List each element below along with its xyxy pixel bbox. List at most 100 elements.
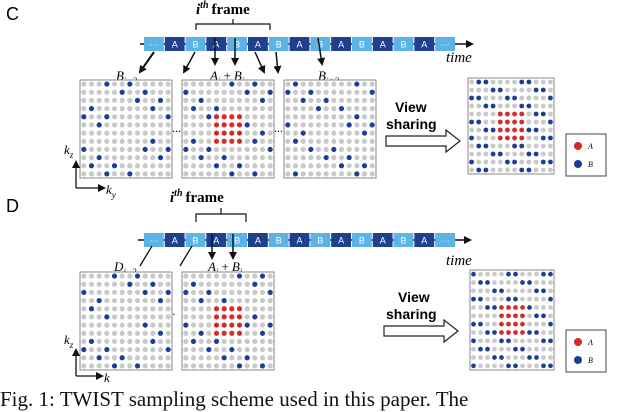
kspace-sample [259,306,266,312]
kspace-sample [512,143,518,149]
kspace-sample [183,138,189,144]
kspace-sample [476,135,482,141]
kspace-sample [346,171,352,177]
kspace-sample [165,89,171,95]
kspace-sample [338,81,345,87]
kspace-sample [252,81,258,87]
kspace-sample [497,143,503,149]
kspace-sample [150,114,156,120]
kspace-sample [119,146,125,153]
kspace-sample [183,306,189,312]
kspace-sample [213,322,220,328]
kspace-sample [492,271,497,277]
timeline-cell: B [268,37,289,51]
kspace-sample [198,146,204,153]
kspace-sample [198,163,204,169]
kspace-sample [267,355,273,361]
kspace-sample [96,105,102,112]
kspace-sample [236,346,243,353]
kspace-sample [469,143,475,149]
kspace-sample [157,355,164,361]
kspace-sample [134,105,141,112]
kspace-sample [540,111,546,117]
kspace-sample [165,105,171,112]
kspace-sample [88,89,95,95]
kspace-sample [252,89,258,95]
kspace-sample [150,355,156,361]
kspace-sample [285,163,291,169]
svg-text:A: A [255,236,261,246]
kspace-sample [229,97,235,104]
kspace-sample [308,81,314,87]
kspace-sample [150,346,156,353]
kspace-sample [119,281,125,287]
kspace-sample [229,146,235,153]
kspace-sample [134,289,141,296]
kspace-sample [198,114,204,120]
kspace-sample [331,138,337,144]
timeline-cell: A [206,233,227,247]
kspace-sample [198,322,204,328]
kspace-sample [206,105,212,112]
kspace-sample [354,89,360,95]
kspace-sample [506,296,511,302]
kspace-sample [221,297,227,304]
kspace-sample [244,297,250,304]
kspace-sample [244,322,250,328]
kspace-sample [150,338,156,345]
kspace-sample [259,273,266,279]
kspace-sample [88,154,95,161]
kspace-sample [127,130,133,136]
kspace-sample [198,97,204,104]
kspace-sample [104,314,110,320]
kspace-sample [206,363,212,369]
kspace-sample [229,322,235,328]
kspace-sample [323,97,329,104]
kspace-sample [285,122,291,128]
svg-text:A: A [380,40,386,50]
kspace-sample [512,167,518,173]
kspace-sample [198,273,204,279]
kspace-sample [104,130,110,136]
kspace-sample [142,146,148,153]
kspace-sample [252,314,258,320]
kspace-sample [292,97,299,104]
kspace-sample [361,105,368,112]
kspace-sample [150,330,156,336]
kspace-sample [157,114,164,120]
kspace-sample [198,154,204,161]
kspace-sample [190,138,197,144]
kspace-sample [165,306,171,312]
kspace-sample [150,306,156,312]
kspace-sample [198,89,204,95]
kspace-sample [267,154,273,161]
kspace-sample [206,122,212,128]
kspace-sample [323,163,329,169]
kspace-sample [504,159,510,165]
kspace-sample [506,271,511,277]
kspace-sample [469,95,475,101]
kspace-sample [142,338,148,345]
kspace-sample [512,135,518,141]
kspace-sample [190,363,197,369]
kspace-sample [127,346,133,353]
kspace-sample [127,138,133,144]
kspace-sample [157,306,164,312]
kspace-sample [213,289,220,296]
kspace-sample [526,103,532,109]
kspace-sample [96,114,102,120]
kspace-sample [221,146,227,153]
kspace-sample [346,163,352,169]
kspace-sample [490,79,496,85]
kspace-sample [183,163,189,169]
kspace-sample [483,159,489,165]
frame-bracket [195,19,271,30]
svg-text:···: ··· [149,236,158,246]
svg-text:A: A [213,40,219,50]
kspace-sample [504,135,510,141]
kspace-sample [492,288,497,294]
kspace-sample [96,171,102,177]
kspace-sample [519,119,525,125]
kspace-sample [236,154,243,161]
kspace-sample [157,138,164,144]
